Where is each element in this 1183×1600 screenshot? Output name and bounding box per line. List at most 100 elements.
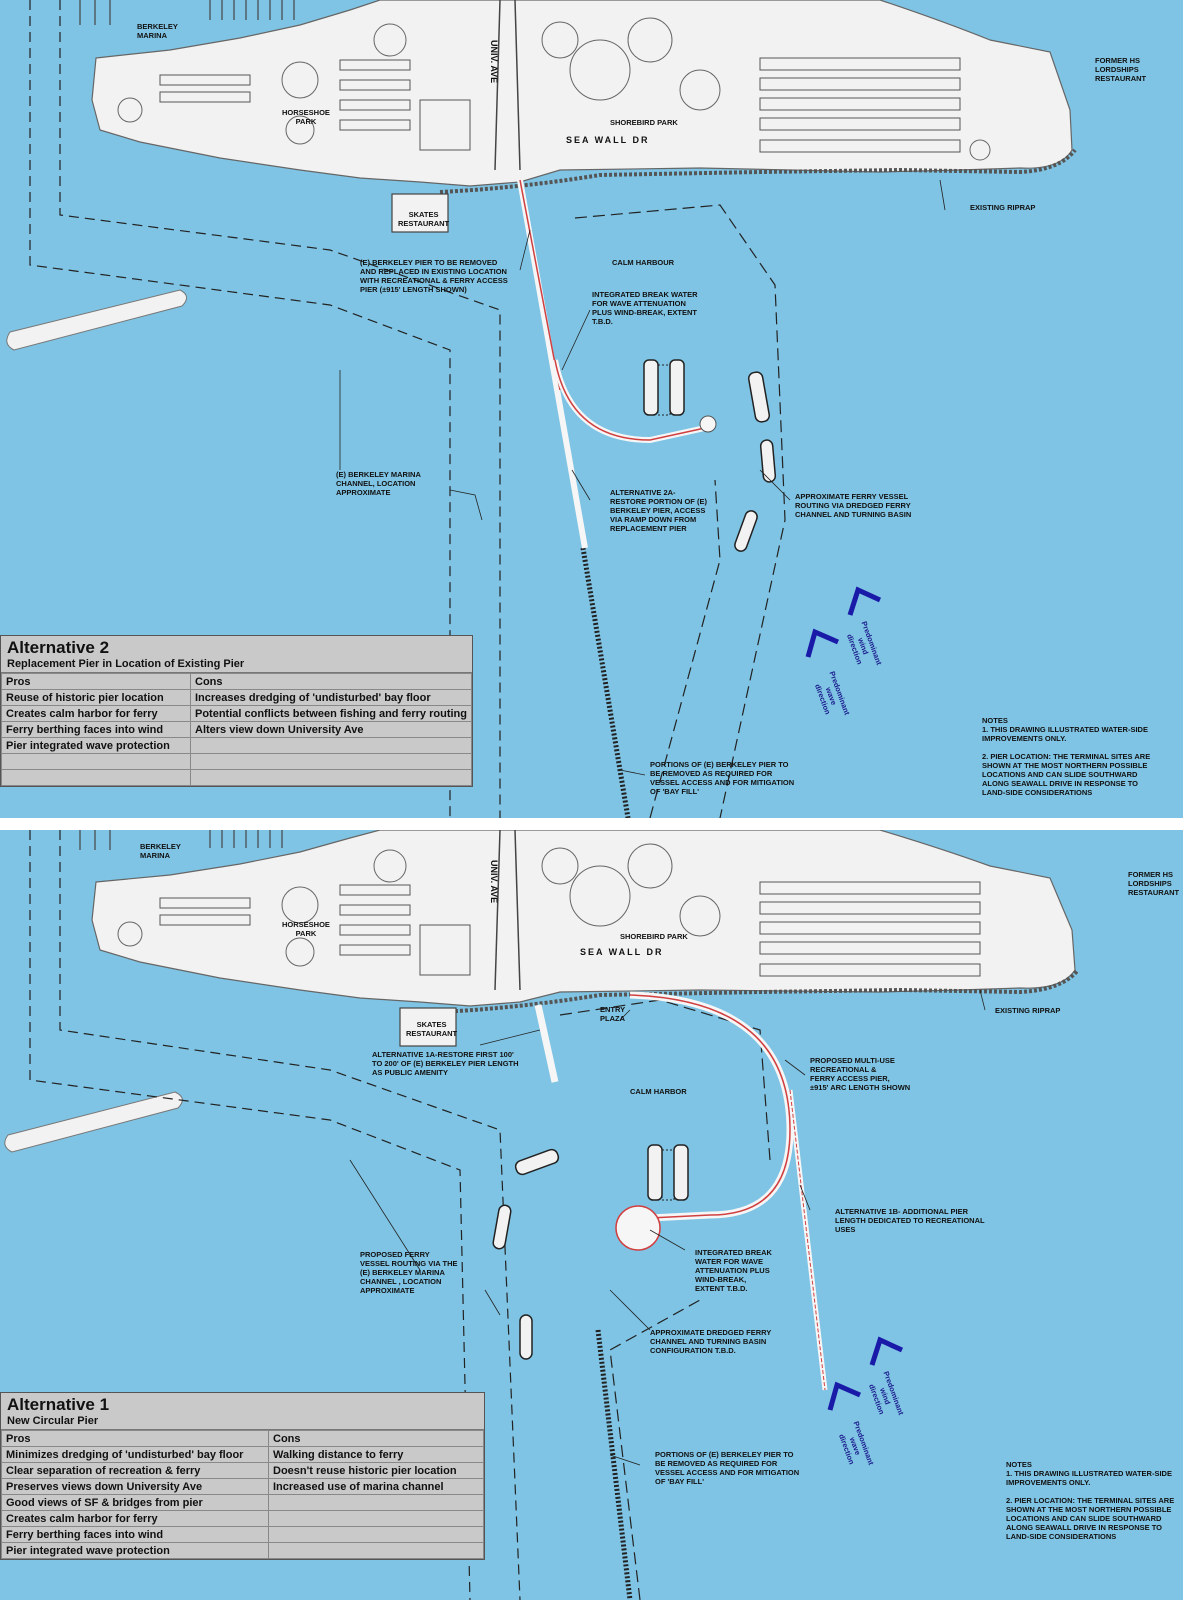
parking-lot-left: [159, 884, 471, 976]
marina-channel-boundary: [29, 830, 521, 1600]
site-plan-drawing: [6, 0, 1077, 818]
label-existing-riprap: Existing Riprap: [970, 203, 1036, 212]
ferry-at-berth: [647, 1144, 689, 1201]
pro-cell: Pier integrated wave protection: [1, 1542, 269, 1559]
con-cell: [268, 1494, 484, 1511]
skates-restaurant-building: [391, 193, 449, 233]
table-row: [1, 753, 472, 770]
parking-lot-right: [759, 57, 961, 153]
calm-harbor-boundary: [559, 999, 771, 1600]
label-calm-harbor: Calm Harbor: [630, 1087, 687, 1096]
existing-pier-remnant: [595, 1329, 633, 1600]
pro-cell: Creates calm harbor for ferry: [1, 1510, 269, 1527]
con-cell: [268, 1526, 484, 1543]
breakwater-end-circle: [699, 415, 717, 433]
landscape-contours: [117, 17, 991, 161]
parking-lot-right: [759, 881, 981, 977]
pro-cell: Ferry berthing faces into wind: [1, 721, 191, 738]
label-skates: Skates Restaurant: [406, 1020, 458, 1038]
pro-cell: Ferry berthing faces into wind: [1, 1526, 269, 1543]
label-alt-2a: Alternative 2A- Restore portion of (E) B…: [610, 488, 707, 533]
con-cell: [268, 1542, 484, 1559]
con-cell: Alters view down University Ave: [190, 721, 472, 738]
summary-subtitle: New Circular Pier: [1, 1415, 484, 1430]
con-cell: Increases dredging of 'undisturbed' bay …: [190, 689, 472, 706]
circular-pier-edge: [629, 994, 791, 1219]
con-cell: Doesn't reuse historic pier location: [268, 1462, 484, 1479]
label-portions: Portions of (E) Berkeley pier to be remo…: [650, 760, 795, 796]
land-mass: [91, 830, 1076, 1007]
label-entry-plaza: Entry Plaza: [600, 1005, 626, 1023]
summary-table-alternative-2: Alternative 2 Replacement Pier in Locati…: [0, 635, 473, 787]
pro-cell: Creates calm harbor for ferry: [1, 705, 191, 722]
label-berkeley-marina: Berkeley Marina: [137, 22, 178, 40]
map-panel-alternative-2: Berkeley Marina Horseshoe Park UNIV. AVE…: [0, 0, 1183, 818]
summary-table-alternative-1: Alternative 1 New Circular Pier Pros Con…: [0, 1392, 485, 1560]
pro-cell: [1, 769, 191, 786]
ferry-vessels: [734, 371, 777, 552]
con-cell: [268, 1510, 484, 1527]
skates-restaurant-building: [399, 1007, 457, 1047]
riprap-edge: [439, 968, 1080, 1014]
label-alt-1b: Alternative 1B- Additional pier length d…: [835, 1207, 985, 1234]
replacement-pier-edge: [519, 179, 561, 391]
label-calm-harbour: Calm Harbour: [612, 258, 675, 267]
con-cell: Potential conflicts between fishing and …: [190, 705, 472, 722]
label-pier-note: (E) Berkeley pier to be removed and repl…: [360, 258, 508, 294]
pros-header: Pros: [1, 673, 191, 690]
table-row: [1, 769, 472, 786]
landscape-contours: [117, 843, 721, 967]
marina-jetty: [4, 1091, 183, 1153]
con-cell: [190, 753, 472, 770]
parking-lot-left: [159, 59, 471, 151]
marina-jetty: [6, 289, 187, 351]
label-ferry-routing: Approximate ferry vessel routing via dre…: [795, 492, 912, 519]
restored-pier-stub: [534, 1004, 559, 1083]
leader-lines: [339, 179, 946, 776]
table-row: Pier integrated wave protection: [1, 1542, 484, 1559]
pro-cell: Pier integrated wave protection: [1, 737, 191, 754]
cons-header: Cons: [268, 1430, 484, 1447]
riprap-edge: [439, 148, 1077, 194]
pro-cell: Minimizes dredging of 'undisturbed' bay …: [1, 1446, 269, 1463]
pro-cell: Reuse of historic pier location: [1, 689, 191, 706]
pros-cons-table: Pros Cons Minimizes dredging of 'undistu…: [1, 1430, 484, 1559]
breakwater-arc-edge: [554, 359, 706, 441]
con-cell: [190, 737, 472, 754]
label-channel: (E) Berkeley Marina Channel, location ap…: [336, 470, 421, 497]
table-row: Minimizes dredging of 'undisturbed' bay …: [1, 1446, 484, 1463]
label-breakwater: Integrated break water for wave attenuat…: [695, 1248, 772, 1293]
label-former-hs: Former HS Lordships Restaurant: [1095, 56, 1147, 83]
label-ferry-routing: Proposed ferry vessel routing via the (E…: [360, 1250, 458, 1295]
table-row: Good views of SF & bridges from pier: [1, 1494, 484, 1511]
university-ave-road: [494, 0, 521, 171]
map-panel-alternative-1: Berkeley Marina Horseshoe Park UNIV. AVE…: [0, 830, 1183, 1600]
con-cell: Increased use of marina channel: [268, 1478, 484, 1495]
label-sea-wall-dr: SEA WALL DR: [580, 947, 664, 957]
pros-cons-table: Pros Cons Reuse of historic pier locatio…: [1, 673, 472, 786]
label-sea-wall-dr: SEA WALL DR: [566, 135, 650, 145]
con-cell: [190, 769, 472, 786]
wind-direction-arrows: [827, 1336, 904, 1411]
calm-harbour-boundary: [574, 204, 786, 818]
label-existing-riprap: Existing Riprap: [995, 1006, 1061, 1015]
notes-bottom: NOTES 1. THIS DRAWING ILLUSTRATED WATER-…: [1006, 1460, 1175, 1541]
pro-cell: [1, 753, 191, 770]
table-row: Ferry berthing faces into wind: [1, 1526, 484, 1543]
label-former-hs: Former HS Lordships Restaurant: [1128, 870, 1180, 897]
summary-title: Alternative 2: [7, 638, 110, 657]
label-shorebird-park: Shorebird Park: [610, 118, 678, 127]
summary-title: Alternative 1: [7, 1395, 110, 1414]
label-breakwater: Integrated break water for wave attenuat…: [592, 290, 698, 326]
label-university-ave: UNIV. AVE: [489, 860, 499, 904]
label-horseshoe-park: Horseshoe Park: [282, 108, 330, 126]
table-row: Creates calm harbor for ferry: [1, 1510, 484, 1527]
marina-docks: [79, 0, 295, 25]
marina-docks: [79, 830, 283, 850]
university-ave-road: [494, 830, 521, 991]
pro-cell: Clear separation of recreation & ferry: [1, 1462, 269, 1479]
